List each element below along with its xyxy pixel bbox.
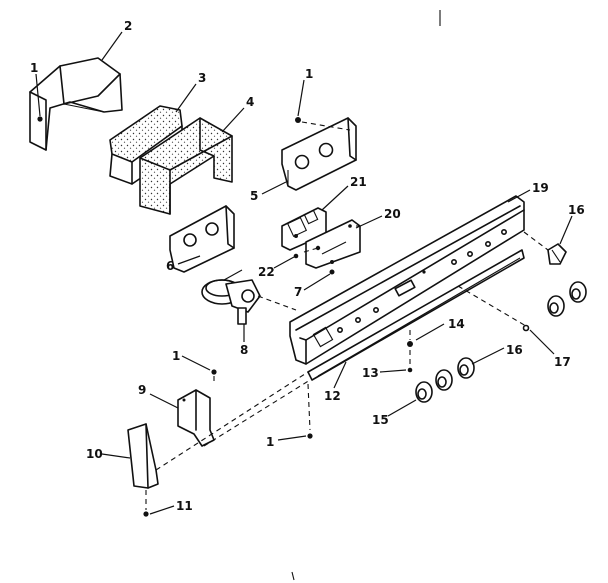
assembly-lines (145, 225, 549, 510)
callout-1-a: 1 (30, 61, 38, 75)
part-2-cover (29, 57, 123, 151)
callout-5: 5 (250, 189, 258, 203)
stray-mark-bottom (291, 571, 295, 581)
part-1-screw-c (211, 369, 217, 375)
part-9-bracket (177, 389, 215, 447)
callout-3: 3 (198, 71, 206, 85)
callout-10: 10 (86, 447, 103, 461)
callout-22: 22 (258, 265, 275, 279)
callout-8: 8 (240, 343, 248, 357)
callout-14: 14 (448, 317, 465, 331)
callout-17: 17 (554, 355, 571, 369)
callout-6: 6 (166, 259, 174, 273)
leader-lines (35, 31, 573, 515)
part-20-switch (305, 219, 361, 269)
part-17-clip (522, 324, 530, 332)
callout-15: 15 (372, 413, 389, 427)
callout-2: 2 (124, 19, 132, 33)
callout-21: 21 (350, 175, 367, 189)
part-1-screw-a (37, 116, 43, 122)
part-1-screw-d (307, 433, 313, 439)
callout-7: 7 (294, 285, 302, 299)
callout-4: 4 (246, 95, 254, 109)
callout-12: 12 (324, 389, 341, 403)
callout-11: 11 (176, 499, 193, 513)
part-22-screw (293, 253, 299, 259)
part-18-knobs-right (547, 281, 587, 317)
part-19-control-panel (289, 195, 525, 365)
part-8-infinite-switch (201, 269, 261, 325)
part-16-knob-right (547, 243, 567, 265)
callout-1-c: 1 (172, 349, 180, 363)
callout-20: 20 (384, 207, 401, 221)
part-3-plate (109, 105, 183, 185)
callout-1-d: 1 (266, 435, 274, 449)
part-11-screw (143, 511, 149, 517)
part-10-end-cap (127, 423, 159, 489)
part-12-trim (307, 249, 525, 381)
part-7-screw (329, 269, 335, 275)
callout-1-b: 1 (305, 67, 313, 81)
callout-16-b: 16 (506, 343, 523, 357)
part-15-knobs (415, 357, 475, 403)
callout-19: 19 (532, 181, 549, 195)
part-13-screw (407, 367, 413, 373)
callout-9: 9 (138, 383, 146, 397)
part-1-screw-b (295, 117, 301, 123)
callout-16-a: 16 (568, 203, 585, 217)
callout-13: 13 (362, 366, 379, 380)
part-6-bracket-plate (169, 205, 235, 273)
callout-labels: 1 2 3 4 1 5 21 20 6 22 7 8 19 16 14 17 1… (30, 19, 585, 513)
part-5-bracket-plate (281, 117, 357, 191)
part-4-channel (139, 117, 233, 215)
part-14-grommet (407, 341, 413, 347)
